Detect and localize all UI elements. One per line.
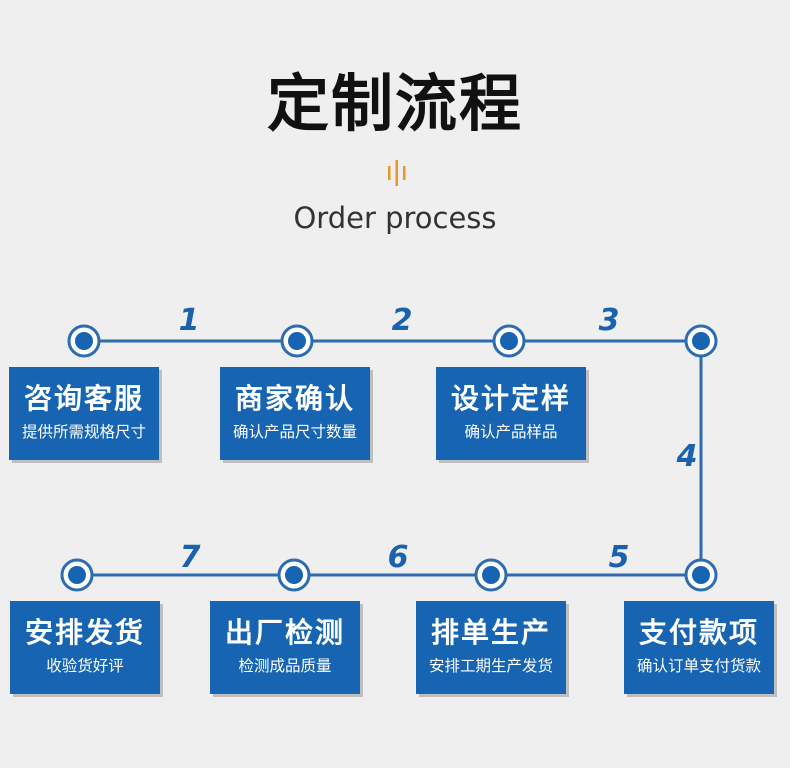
- step-title: 安排发货: [24, 616, 145, 649]
- step-title: 出厂检测: [224, 616, 345, 649]
- connector-number-7: 7: [179, 540, 201, 575]
- node-step-2: [280, 324, 314, 358]
- node-step-3: [492, 324, 526, 358]
- step-desc: 收验货好评: [46, 657, 124, 675]
- connector-number-4: 4: [676, 439, 698, 474]
- connector-number-2: 2: [391, 303, 413, 338]
- step-title: 设计定样: [450, 382, 571, 415]
- step-title: 咨询客服: [23, 382, 144, 415]
- step-desc: 检测成品质量: [238, 657, 332, 675]
- page-subtitle: Order process: [293, 201, 497, 235]
- step-card-confirm: 商家确认 确认产品尺寸数量: [220, 367, 370, 460]
- step-card-inspection: 出厂检测 检测成品质量: [210, 601, 360, 694]
- step-desc: 确认产品样品: [464, 423, 558, 441]
- step-card-production: 排单生产 安排工期生产发货: [416, 601, 566, 694]
- step-desc: 安排工期生产发货: [428, 657, 553, 675]
- connector-number-6: 6: [387, 540, 409, 575]
- connector-number-3: 3: [598, 303, 620, 338]
- node-step-8: [60, 558, 94, 592]
- title-divider-icon: [388, 160, 406, 186]
- step-title: 排单生产: [430, 616, 551, 649]
- page-title: 定制流程: [266, 67, 523, 140]
- step-title: 支付款项: [638, 616, 759, 649]
- step-title: 商家确认: [234, 382, 355, 415]
- step-card-design: 设计定样 确认产品样品: [436, 367, 586, 460]
- step-desc: 提供所需规格尺寸: [21, 423, 146, 441]
- node-step-4: [684, 324, 718, 358]
- step-card-consult: 咨询客服 提供所需规格尺寸: [9, 367, 159, 460]
- node-step-6: [474, 558, 508, 592]
- node-step-7: [277, 558, 311, 592]
- node-step-1: [67, 324, 101, 358]
- node-step-5: [684, 558, 718, 592]
- step-card-payment: 支付款项 确认订单支付货款: [624, 601, 774, 694]
- step-desc: 确认产品尺寸数量: [232, 423, 357, 441]
- connector-number-1: 1: [178, 303, 200, 338]
- step-desc: 确认订单支付货款: [636, 657, 761, 675]
- step-card-shipping: 安排发货 收验货好评: [10, 601, 160, 694]
- connector-number-5: 5: [608, 540, 630, 575]
